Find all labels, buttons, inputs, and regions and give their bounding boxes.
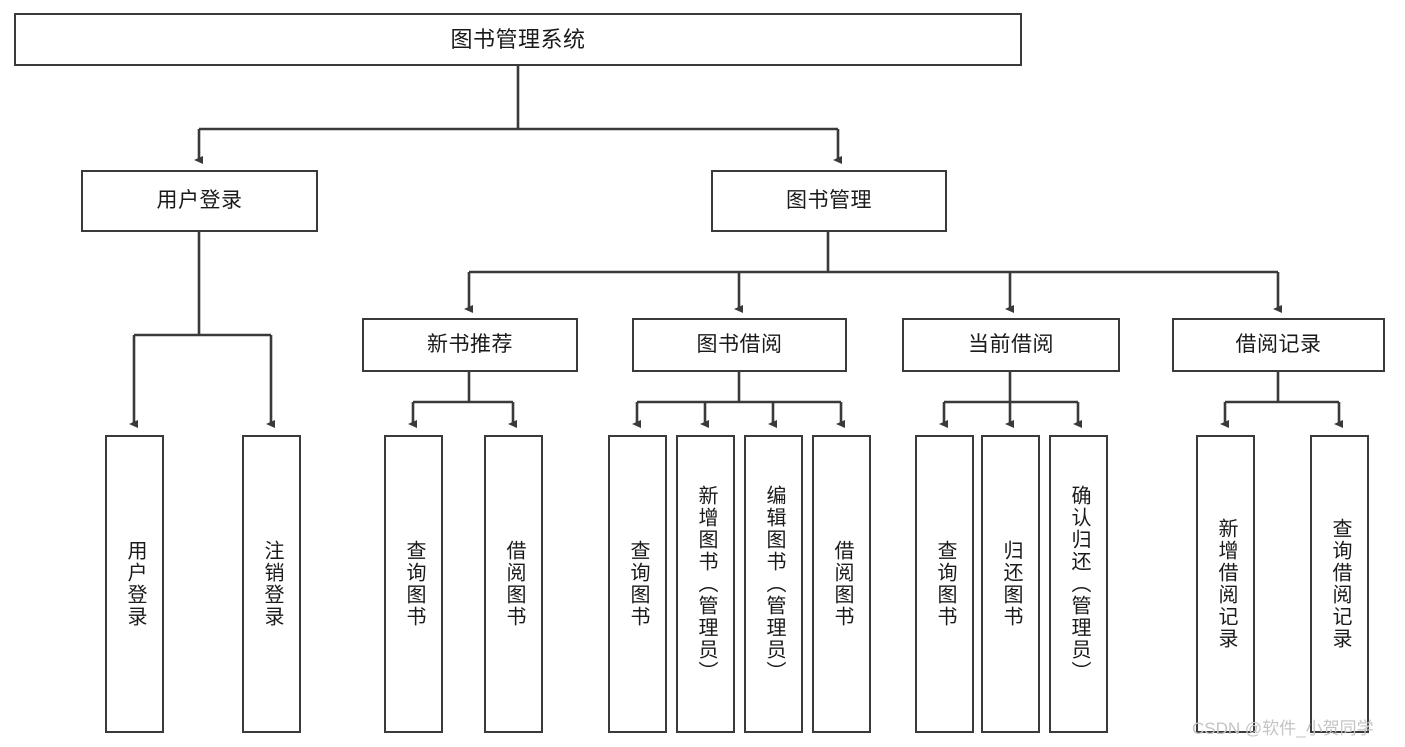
leaf-bb-query-book[interactable]: 查询图书 — [608, 435, 667, 733]
node-label: 用户登录 — [156, 188, 243, 212]
leaf-bb-borrow-book[interactable]: 借阅图书 — [812, 435, 871, 733]
node-label: 查询图书 — [627, 540, 649, 628]
node-label: 查询图书 — [934, 540, 956, 628]
node-label: 借阅记录 — [1235, 332, 1322, 356]
node-label: 新书推荐 — [427, 332, 513, 356]
node-label: 当前借阅 — [968, 332, 1054, 356]
leaf-nb-borrow-book[interactable]: 借阅图书 — [484, 435, 543, 733]
node-root-system[interactable]: 图书管理系统 — [14, 13, 1022, 66]
leaf-br-query-record[interactable]: 查询借阅记录 — [1310, 435, 1369, 733]
node-label: 编辑图书（管理员） — [763, 485, 785, 683]
node-label: 归还图书 — [1000, 540, 1022, 628]
node-label: 借阅图书 — [503, 540, 525, 628]
leaf-cb-return-book[interactable]: 归还图书 — [981, 435, 1040, 733]
node-current-borrow[interactable]: 当前借阅 — [902, 318, 1120, 372]
node-label: 图书管理系统 — [450, 26, 586, 52]
leaf-br-add-record[interactable]: 新增借阅记录 — [1196, 435, 1255, 733]
node-label: 查询借阅记录 — [1329, 518, 1351, 650]
node-label: 图书管理 — [786, 188, 872, 212]
node-label: 新增图书（管理员） — [695, 485, 717, 683]
node-label: 用户登录 — [124, 540, 146, 628]
leaf-user-login[interactable]: 用户登录 — [105, 435, 164, 733]
leaf-nb-query-book[interactable]: 查询图书 — [384, 435, 443, 733]
leaf-bb-add-book-admin[interactable]: 新增图书（管理员） — [676, 435, 735, 733]
node-label: 图书借阅 — [696, 332, 783, 356]
node-user-login[interactable]: 用户登录 — [81, 170, 318, 232]
csdn-watermark: CSDN @软件_小贺同学 — [1192, 719, 1374, 738]
leaf-cb-query-book[interactable]: 查询图书 — [915, 435, 974, 733]
node-label: 确认归还（管理员） — [1068, 485, 1090, 683]
leaf-bb-edit-book-admin[interactable]: 编辑图书（管理员） — [744, 435, 803, 733]
leaf-logout[interactable]: 注销登录 — [242, 435, 301, 733]
node-label: 借阅图书 — [831, 540, 853, 628]
node-new-book-recommend[interactable]: 新书推荐 — [362, 318, 578, 372]
node-label: 查询图书 — [403, 540, 425, 628]
node-borrow-record[interactable]: 借阅记录 — [1172, 318, 1385, 372]
node-label: 新增借阅记录 — [1215, 518, 1237, 650]
node-label: 注销登录 — [261, 540, 283, 628]
node-book-manage[interactable]: 图书管理 — [711, 170, 947, 232]
node-book-borrow[interactable]: 图书借阅 — [632, 318, 847, 372]
leaf-cb-confirm-return-admin[interactable]: 确认归还（管理员） — [1049, 435, 1108, 733]
